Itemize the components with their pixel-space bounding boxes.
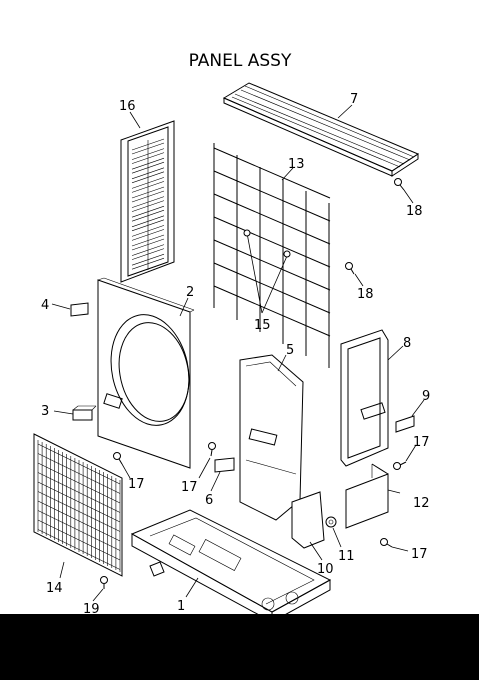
label-7: 7 xyxy=(350,92,358,107)
drawing-line xyxy=(37,443,121,485)
label-12: 12 xyxy=(413,496,430,511)
part-9-pad xyxy=(395,415,415,433)
part-13-wire-grille xyxy=(213,143,331,368)
diagram-title: PANEL ASSY xyxy=(189,51,292,71)
screw-17a xyxy=(113,452,123,465)
screw-19 xyxy=(100,576,108,589)
label-3: 3 xyxy=(41,404,49,419)
part-4-pad xyxy=(70,302,89,317)
label-17a: 17 xyxy=(128,477,145,492)
drawing-line xyxy=(213,239,331,291)
part-16-louver-panel xyxy=(120,120,175,283)
drawing-line xyxy=(37,510,121,551)
screw-17b xyxy=(208,442,216,457)
label-1: 1 xyxy=(177,599,185,614)
drawing-line xyxy=(37,491,121,532)
screw-18a xyxy=(394,178,405,191)
screw-17c xyxy=(393,461,407,470)
part-2-fan-panel xyxy=(97,277,195,469)
part-14-rear-grille xyxy=(33,433,123,577)
label-9: 9 xyxy=(422,389,430,404)
part-3-pad xyxy=(72,405,97,421)
label-17d: 17 xyxy=(411,547,428,562)
drawing-line xyxy=(37,453,121,494)
screw-17d xyxy=(380,538,393,548)
label-8: 8 xyxy=(403,336,411,351)
label-16: 16 xyxy=(119,99,136,114)
screw-18b xyxy=(345,262,355,275)
label-6: 6 xyxy=(205,493,213,508)
drawing-line xyxy=(37,519,121,561)
label-11: 11 xyxy=(338,549,355,564)
bottom-black-bar xyxy=(0,614,479,680)
part-5-front-panel xyxy=(239,354,304,521)
label-14: 14 xyxy=(46,581,63,596)
part-10-bracket xyxy=(291,491,325,549)
label-18b: 18 xyxy=(357,287,374,302)
label-17b: 17 xyxy=(181,480,198,495)
part-7-top-panel xyxy=(222,82,420,177)
part-11-grommet xyxy=(325,516,337,528)
part-12-cover xyxy=(345,463,389,529)
label-10: 10 xyxy=(317,562,334,577)
drawing-line xyxy=(37,529,121,570)
part-8-side-panel xyxy=(340,329,389,467)
label-15: 15 xyxy=(254,318,271,333)
drawing-line xyxy=(37,472,121,513)
label-2: 2 xyxy=(186,285,194,300)
label-19: 19 xyxy=(83,602,100,617)
drawing-line xyxy=(213,193,331,245)
drawing-line xyxy=(37,500,121,542)
label-5: 5 xyxy=(286,343,294,358)
label-13: 13 xyxy=(288,157,305,172)
drawing-line xyxy=(213,285,331,337)
part-6-pad xyxy=(214,457,235,473)
label-4: 4 xyxy=(41,298,49,313)
drawing-line xyxy=(213,262,331,314)
drawing-line xyxy=(213,147,331,199)
drawing-line xyxy=(37,481,121,523)
label-17c: 17 xyxy=(413,435,430,450)
drawing-line xyxy=(213,170,331,222)
drawing-line xyxy=(37,462,121,504)
label-18a: 18 xyxy=(406,204,423,219)
leader-lines xyxy=(51,104,425,602)
drawing-line xyxy=(213,216,331,268)
